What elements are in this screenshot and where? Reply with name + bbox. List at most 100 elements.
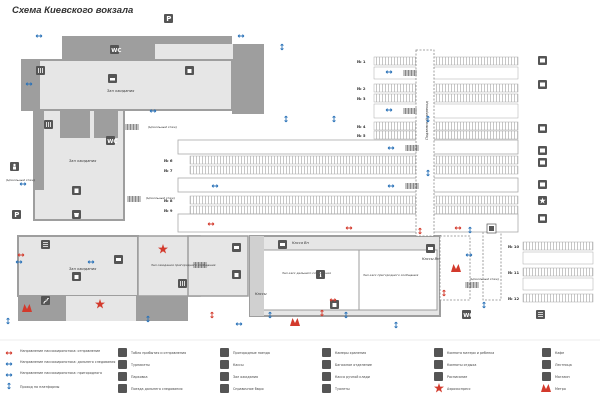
flow-arrow — [332, 115, 336, 123]
platform-2-label: № 2 — [357, 86, 366, 91]
suburban-train-icon[interactable] — [538, 56, 547, 65]
train-icon[interactable] — [538, 146, 547, 155]
cafe-icon[interactable] — [36, 66, 45, 75]
legend-item: Справочное бюро — [233, 387, 264, 391]
flow-arrow — [19, 182, 27, 186]
label-cash-desks: Кассы — [255, 292, 267, 296]
platform-block-b — [177, 177, 519, 193]
platform-area: Подземный переход — [177, 49, 594, 303]
platform-3-label: № 3 — [357, 96, 366, 101]
svg-text:i: i — [319, 272, 322, 279]
legend-item: Багажное отделение — [335, 363, 372, 367]
toilet-icon[interactable]: WC — [110, 45, 121, 54]
luggage-icon[interactable] — [330, 300, 339, 309]
legend-item: Комнаты отдыха — [447, 363, 476, 367]
platform-block-a — [177, 139, 519, 155]
label-to-platforms-2: (Цокольный этаж) — [146, 196, 175, 200]
track-10 — [522, 241, 594, 251]
flow-arrow — [235, 322, 243, 326]
track-11 — [522, 267, 594, 277]
label-suburban-cash-hall: Зал касс пригородного сообщения — [363, 273, 418, 277]
legend-item: Магазин — [555, 375, 570, 379]
legend-item: Камеры хранения — [335, 351, 366, 355]
suburban-train-icon[interactable] — [538, 124, 547, 133]
parking-icon[interactable]: P — [12, 210, 21, 219]
legend-item: Расписание — [447, 375, 467, 379]
flow-arrow — [280, 43, 284, 51]
cafe-icon[interactable] — [44, 120, 53, 129]
stairs-icon — [403, 107, 417, 115]
label-to-platforms-4: (Цокольный этаж) — [470, 277, 499, 281]
baggage-icon[interactable] — [232, 270, 241, 279]
train-icon[interactable] — [538, 80, 547, 89]
train-icon[interactable] — [538, 180, 547, 189]
platform-7-label: № 7 — [164, 168, 173, 173]
track-8 — [189, 195, 519, 205]
legend-item: Метро — [555, 387, 566, 391]
legend-item: Касса ручной клади — [335, 375, 370, 379]
label-ticket-office-a: Касса Вп — [292, 241, 310, 245]
metro-icon[interactable] — [290, 318, 300, 326]
platform-6-label: № 6 — [164, 158, 173, 163]
mother-child-icon[interactable] — [10, 162, 19, 171]
legend-item: Направление пассажиропотока: дальнего сл… — [20, 360, 115, 364]
track-6 — [189, 155, 519, 165]
stairs-icon — [465, 281, 479, 289]
luggage-icon[interactable] — [72, 272, 81, 281]
star-icon[interactable] — [538, 196, 547, 205]
flow-arrow — [6, 317, 10, 325]
label-aeroexpress-hall: Зал ожидания пригородного сообщения — [151, 263, 216, 267]
stairs-icon — [405, 144, 419, 152]
legend-item: Лестница — [555, 363, 572, 367]
legend-item: Направление пассажиропотока: отправление — [20, 349, 100, 353]
info-icon[interactable]: i — [316, 270, 325, 279]
track-1 — [373, 56, 519, 66]
toilet-icon[interactable]: WC — [106, 136, 117, 145]
track-5 — [373, 130, 519, 140]
train-icon[interactable] — [538, 214, 547, 223]
stairs-icon — [127, 195, 141, 203]
waiting-hall-sw — [17, 235, 139, 297]
label-waiting-sw: Зал ожидания — [69, 267, 97, 271]
label-ticket-office-b: Кассы Вп — [422, 257, 440, 261]
legend-item: Зал ожидания — [233, 375, 258, 379]
platform-8-label: № 8 — [164, 198, 173, 203]
label-waiting-west: Зал ожидания — [69, 159, 97, 163]
luggage-icon[interactable] — [185, 66, 194, 75]
legend-item: Табло прибытия и отправления — [130, 351, 186, 355]
underground-passage — [415, 49, 435, 237]
legend-item: Направление пассажиропотока: пригородног… — [20, 371, 102, 375]
platform-10-label: № 10 — [508, 244, 520, 249]
flow-arrow — [482, 301, 486, 309]
cafe-icon[interactable] — [178, 279, 187, 288]
cash-icon[interactable] — [114, 255, 123, 264]
svg-text:WC: WC — [111, 48, 121, 54]
platform-4-label: № 4 — [357, 124, 366, 129]
schedule-icon[interactable] — [536, 310, 545, 319]
shop-icon[interactable] — [72, 210, 81, 219]
legend-item: Поезда дальнего следования — [131, 387, 182, 391]
cash-icon[interactable] — [426, 244, 435, 253]
platform-9-label: № 9 — [164, 208, 173, 213]
toilet-icon[interactable]: WC — [462, 310, 473, 319]
map-icons: P P WC WC i WC — [10, 14, 547, 326]
track-4 — [373, 121, 519, 131]
cash-icon[interactable] — [278, 240, 287, 249]
parking-icon[interactable]: P — [164, 14, 173, 23]
cash-icon[interactable] — [232, 243, 241, 252]
schedule-icon[interactable] — [41, 240, 50, 249]
turnstile-icon[interactable] — [486, 223, 497, 234]
track-9 — [189, 205, 519, 215]
stairs-icon — [403, 69, 417, 77]
suburban-train-icon[interactable] — [538, 158, 547, 167]
platform-11-label: № 11 — [508, 270, 520, 275]
legend-item: Проход на платформы — [20, 385, 60, 389]
track-12 — [522, 293, 594, 303]
luggage-store-icon[interactable] — [72, 186, 81, 195]
map-title: Схема Киевского вокзала — [12, 5, 134, 16]
flow-arrow — [237, 34, 245, 38]
waiting-room-icon[interactable] — [108, 74, 117, 83]
stairs-icon — [405, 182, 419, 190]
stairs-icon[interactable] — [41, 296, 50, 305]
platform-1-label: № 1 — [357, 59, 366, 64]
